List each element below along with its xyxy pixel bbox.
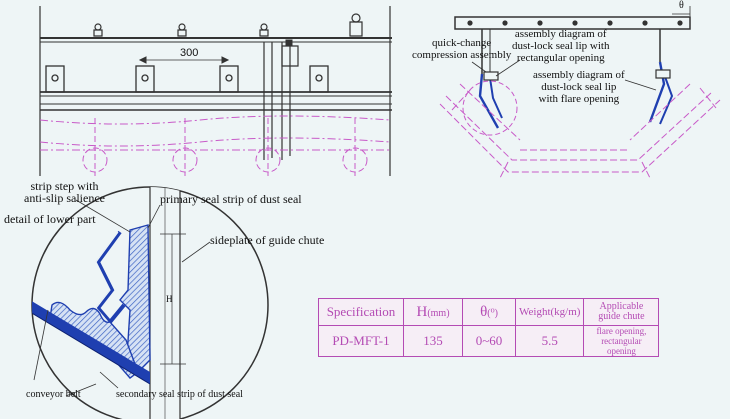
rect-opening-line-2: dust-lock seal lip with (512, 40, 610, 52)
sideplate-label: sideplate of guide chute (210, 233, 325, 247)
spec-header-theta: θ(⁰) (462, 298, 516, 326)
spec-header-h: H(mm) (403, 298, 463, 326)
primary-seal-label: primary seal strip of dust seal (160, 192, 302, 206)
conveyor-belt-label: conveyor belt (26, 389, 81, 400)
flare-opening-label: assembly diagram of dust-lock seal lip w… (533, 69, 625, 105)
strip-step-line-2: anti-slip salience (24, 191, 105, 205)
strip-step-line-1: strip step with (30, 179, 99, 193)
elevation-view (39, 6, 392, 176)
applicable-line-1: Applicable (599, 301, 644, 312)
strip-step-label: strip step with anti-slip salience (24, 180, 105, 204)
quick-change-line-2: compression assembly (412, 49, 512, 61)
spec-header-specification: Specification (318, 298, 404, 326)
spec-header-weight: Weight(kg/m) (514, 298, 585, 326)
flare-opening-line-1: assembly diagram of (533, 69, 625, 81)
spec-header-applicable: Applicable guide chute (583, 298, 660, 326)
rect-opening-line-3: rectangular opening (516, 52, 605, 64)
flare-opening-line-2: dust-lock seal lip (541, 81, 617, 93)
spec-theta-value: 0~60 (462, 325, 516, 357)
spec-h-value: 135 (403, 325, 463, 357)
h-symbol: H (416, 303, 428, 320)
spec-header-row: Specification H(mm) θ(⁰) Weight(kg/m) Ap… (318, 298, 660, 326)
spec-guide-value: flare opening, rectangular opening (583, 325, 660, 357)
spec-weight-value: 5.5 (514, 325, 585, 357)
dimension-300: 300 (180, 47, 199, 59)
quick-change-label: quick-change compression assembly (412, 37, 511, 61)
flare-opening-line-3: with flare opening (538, 93, 620, 105)
rect-opening-label: assembly diagram of dust-lock seal lip w… (512, 28, 609, 64)
quick-change-line-1: quick-change (432, 37, 492, 49)
detail-circle (31, 186, 269, 419)
theta-symbol: θ (480, 303, 488, 320)
spec-model: PD-MFT-1 (318, 325, 404, 357)
cross-section-view (439, 6, 721, 179)
applicable-line-2: guide chute (598, 311, 645, 322)
rect-opening-line-1: assembly diagram of (514, 28, 607, 40)
theta-marker: θ (679, 0, 684, 11)
spec-table: Specification H(mm) θ(⁰) Weight(kg/m) Ap… (318, 298, 660, 357)
detail-lower-label: detail of lower part (4, 212, 96, 226)
secondary-seal-label: secondary seal strip of dust seal (116, 389, 243, 400)
theta-unit: (⁰) (487, 307, 498, 319)
height-mark: H (166, 294, 173, 304)
spec-value-row: PD-MFT-1 135 0~60 5.5 flare opening, rec… (318, 325, 660, 357)
h-unit: (mm) (427, 307, 450, 319)
guide-line-2: rectangular opening (601, 336, 642, 356)
guide-line-1: flare opening, (596, 326, 647, 336)
